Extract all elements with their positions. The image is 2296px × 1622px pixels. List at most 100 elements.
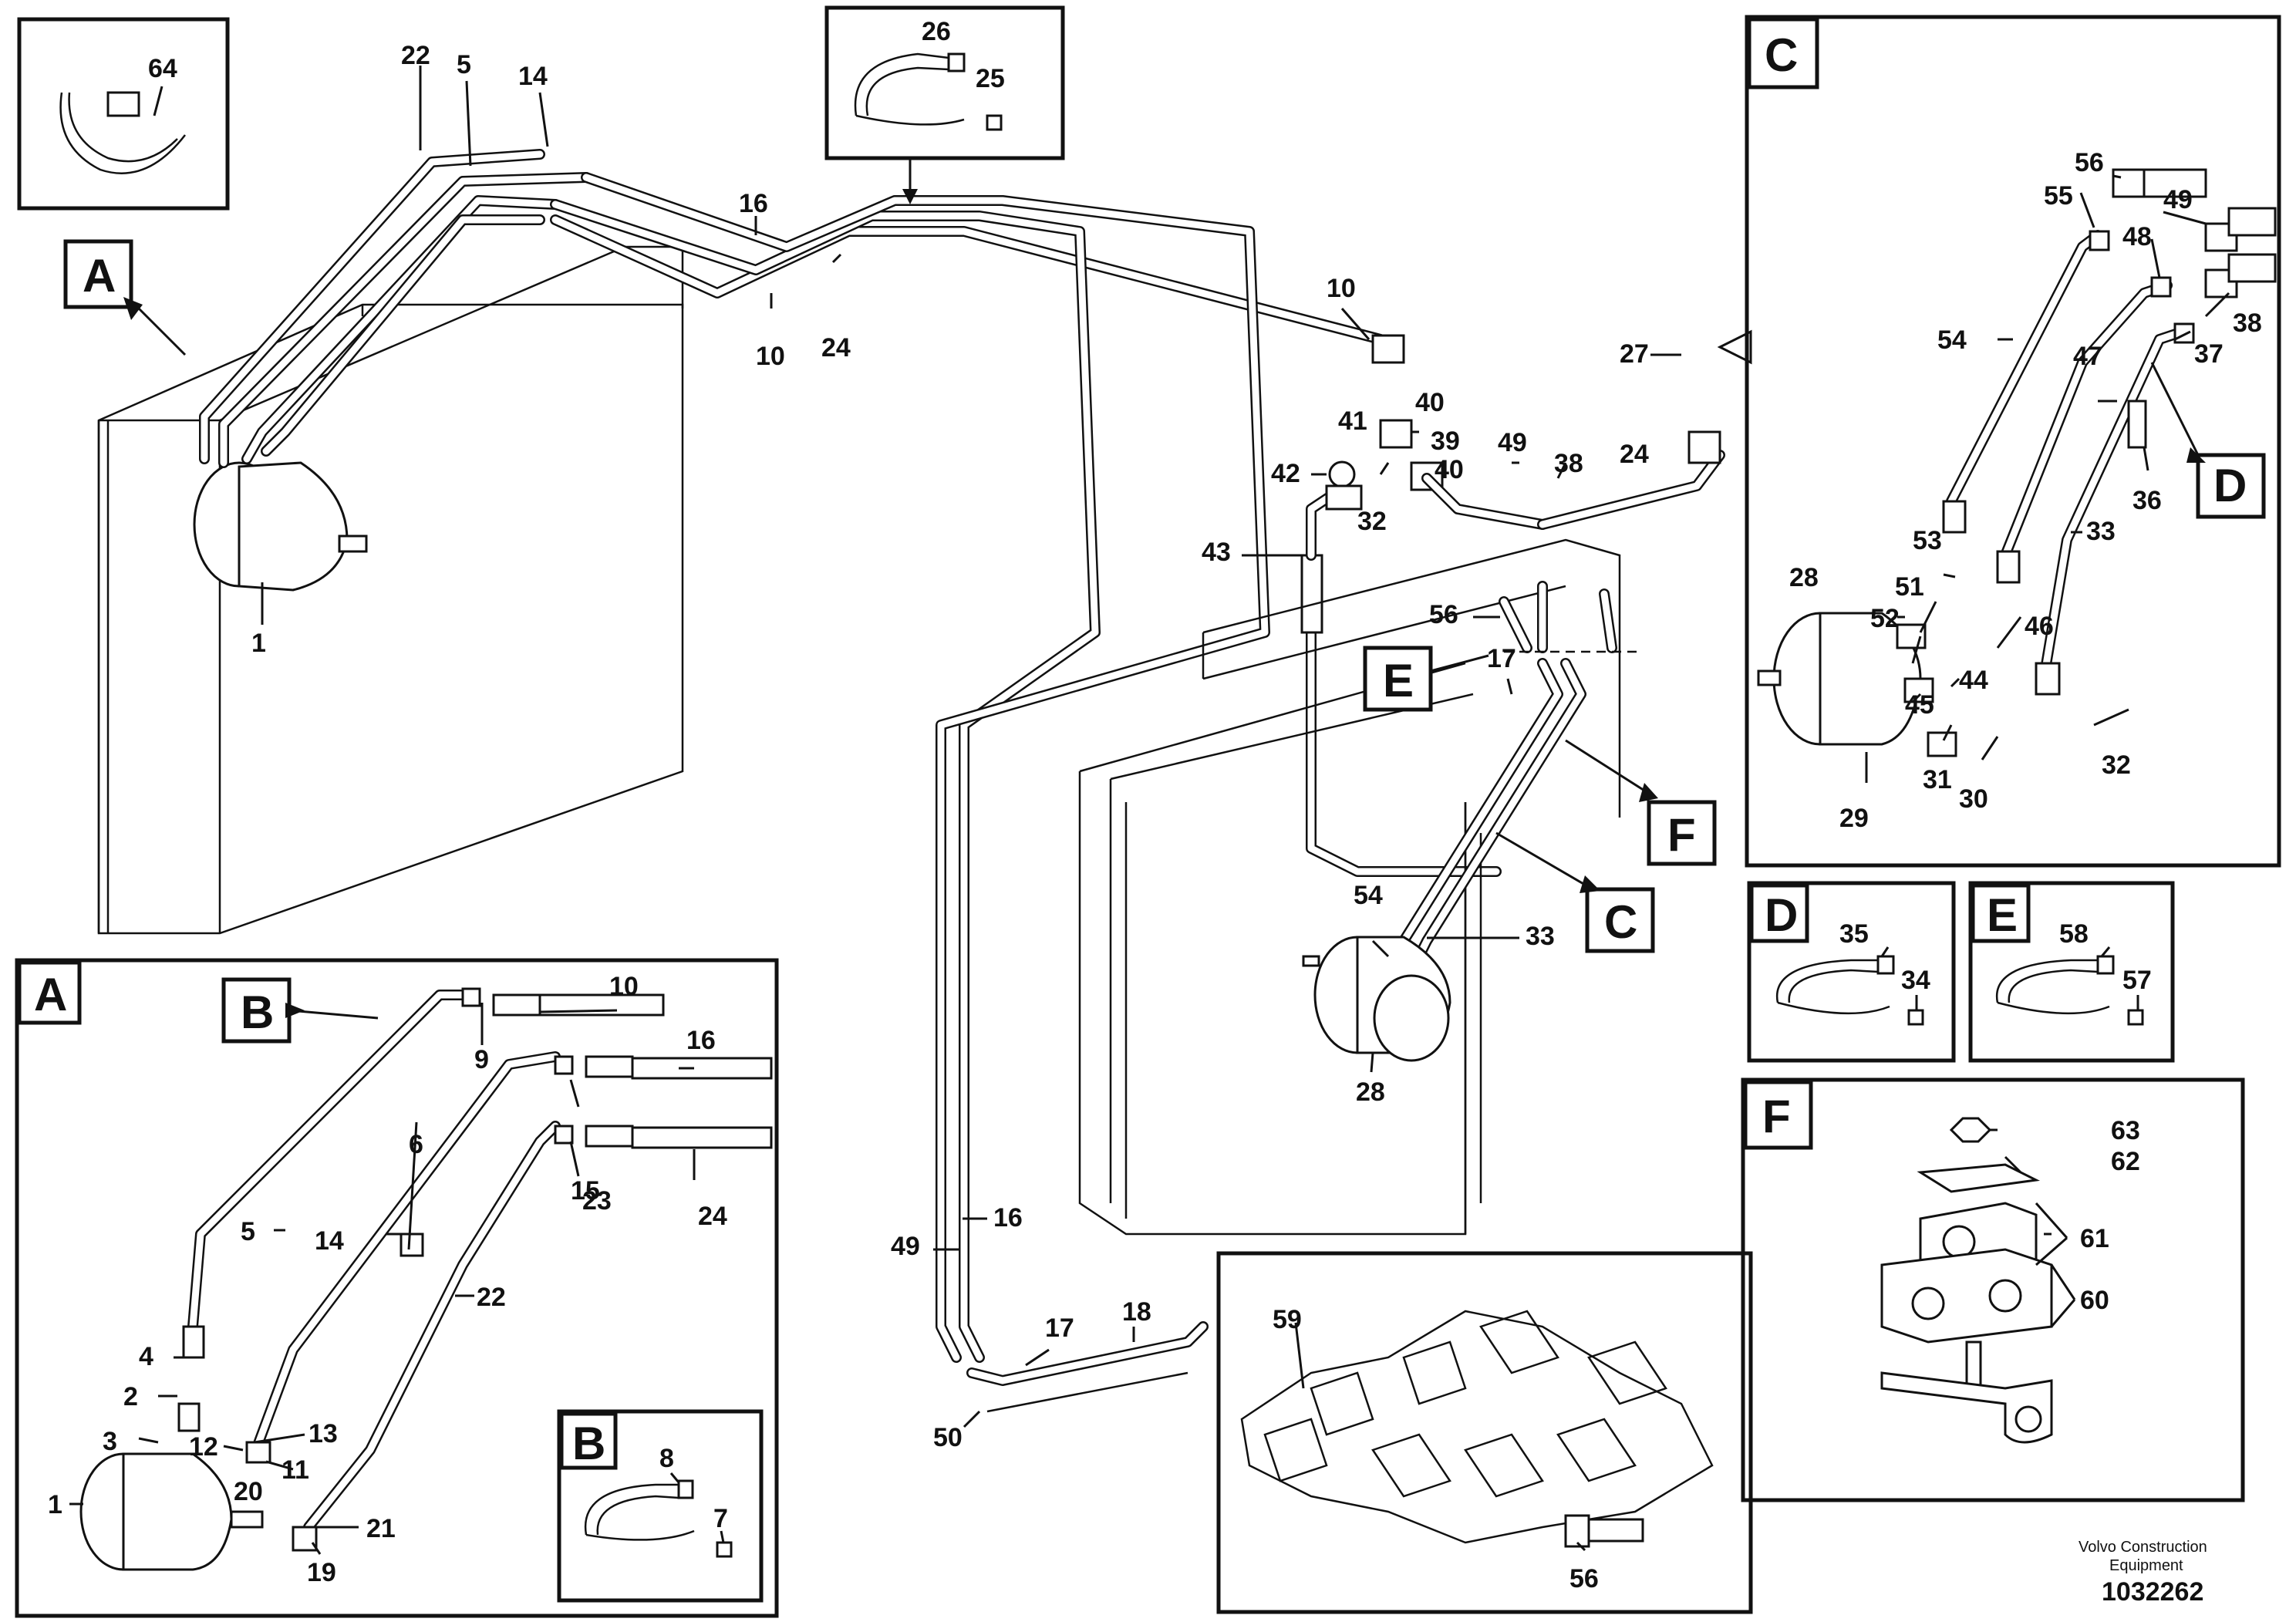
callout: 35 bbox=[1839, 919, 1869, 949]
callout: 42 bbox=[1271, 459, 1300, 488]
callout: 34 bbox=[1901, 966, 1930, 995]
callout: 1 bbox=[251, 629, 266, 658]
left-housing bbox=[97, 245, 684, 935]
callout: 22 bbox=[477, 1283, 506, 1312]
callout: 6 bbox=[409, 1130, 423, 1159]
callout: 43 bbox=[1202, 538, 1231, 567]
detail-F-reference bbox=[1565, 739, 1717, 866]
callout: 54 bbox=[1354, 881, 1383, 910]
callout: 14 bbox=[315, 1226, 344, 1256]
detail-C-view bbox=[1745, 15, 2281, 868]
callout: 11 bbox=[282, 1455, 309, 1485]
callout: 56 bbox=[2075, 148, 2104, 177]
callout: 48 bbox=[2122, 222, 2152, 251]
callout: 14 bbox=[518, 62, 548, 91]
callout: 41 bbox=[1338, 406, 1367, 436]
callout: 17 bbox=[1487, 644, 1516, 673]
letter-F-detail: F bbox=[1762, 1091, 1791, 1142]
detail-clamp-64 bbox=[17, 17, 230, 211]
callout: 27 bbox=[1620, 339, 1649, 369]
letter-C-detail: C bbox=[1765, 29, 1798, 81]
callout: 49 bbox=[2163, 185, 2193, 214]
callout: 16 bbox=[739, 189, 768, 218]
letter-F-ref: F bbox=[1667, 809, 1696, 861]
detail-B-view bbox=[557, 1409, 764, 1603]
callout: 13 bbox=[308, 1419, 338, 1448]
callout-numbers-detail-A: 10 9 16 15 23 24 6 5 14 22 4 2 3 12 13 1… bbox=[48, 972, 727, 1587]
detail-C-reference bbox=[1495, 831, 1655, 953]
detail-D-view bbox=[1747, 881, 1956, 1063]
callout-numbers-detail-D: 35 34 bbox=[1839, 919, 1930, 995]
callout: 3 bbox=[103, 1427, 117, 1456]
detail-hose-26-25 bbox=[824, 5, 1065, 204]
callout: 58 bbox=[2059, 919, 2089, 949]
document-number: 1032262 bbox=[2102, 1577, 2203, 1607]
callout: 31 bbox=[1923, 765, 1952, 794]
letter-B-detail: B bbox=[572, 1418, 605, 1469]
main-assembly-view bbox=[17, 5, 1752, 1413]
callout: 33 bbox=[2086, 517, 2116, 546]
callout: 51 bbox=[1895, 572, 1924, 602]
callout: 40 bbox=[1415, 388, 1445, 417]
letter-B-ref: B bbox=[241, 986, 274, 1038]
letter-A-detail: A bbox=[34, 969, 67, 1020]
callout: 4 bbox=[139, 1342, 153, 1371]
callout: 16 bbox=[686, 1026, 716, 1055]
callout: 38 bbox=[2233, 309, 2262, 338]
callout: 12 bbox=[189, 1432, 218, 1462]
detail-A-view bbox=[15, 958, 779, 1618]
callout: 30 bbox=[1959, 784, 1988, 814]
callout: 23 bbox=[582, 1186, 612, 1216]
detail-E-view bbox=[1968, 881, 2175, 1063]
callout: 24 bbox=[821, 333, 851, 363]
detail-A-reference bbox=[63, 239, 187, 356]
section-letters: A A B B C C D D E E F F bbox=[34, 29, 2247, 1469]
company-name-line1: Volvo Construction bbox=[2079, 1539, 2207, 1556]
callout: 5 bbox=[457, 50, 471, 79]
callout: 46 bbox=[2025, 612, 2054, 641]
callout: 53 bbox=[1913, 526, 1942, 555]
callout: 25 bbox=[976, 64, 1005, 93]
callout: 63 bbox=[2111, 1116, 2140, 1145]
detail-D-reference bbox=[2150, 362, 2266, 519]
callout: 32 bbox=[1357, 507, 1387, 536]
callout: 59 bbox=[1273, 1305, 1302, 1334]
callout: 49 bbox=[891, 1232, 920, 1261]
callout-numbers-detail-F: 63 62 61 60 bbox=[2080, 1116, 2140, 1315]
callout: 24 bbox=[698, 1202, 727, 1231]
callout: 44 bbox=[1959, 666, 1988, 695]
callout: 50 bbox=[933, 1423, 963, 1452]
callout-numbers-main: 64 22 5 14 26 25 16 10 24 10 1 40 39 40 … bbox=[148, 17, 1649, 1452]
callout: 54 bbox=[1937, 325, 1967, 355]
callout: 61 bbox=[2080, 1224, 2109, 1253]
callout: 21 bbox=[366, 1514, 396, 1543]
callout: 16 bbox=[993, 1203, 1023, 1233]
callout: 47 bbox=[2073, 342, 2102, 371]
callout: 9 bbox=[474, 1045, 489, 1074]
main-pipe-bundle bbox=[199, 149, 1386, 1363]
callout: 52 bbox=[1870, 604, 1900, 633]
callout: 15 bbox=[571, 1176, 600, 1206]
callout: 37 bbox=[2194, 339, 2224, 369]
motor-1 bbox=[193, 461, 368, 592]
callout: 24 bbox=[1620, 440, 1649, 469]
callout: 36 bbox=[2132, 486, 2162, 515]
callout: 28 bbox=[1789, 563, 1819, 592]
callout: 10 bbox=[609, 972, 639, 1001]
callout: 7 bbox=[713, 1504, 728, 1533]
detail-F-view bbox=[1741, 1077, 2245, 1502]
letter-E-detail: E bbox=[1987, 889, 2018, 941]
callout: 56 bbox=[1429, 600, 1458, 629]
callout: 18 bbox=[1122, 1297, 1151, 1327]
callout: 38 bbox=[1554, 449, 1583, 478]
motor-28 bbox=[1302, 936, 1451, 1062]
callout: 10 bbox=[1327, 274, 1356, 303]
letter-C-ref: C bbox=[1604, 896, 1637, 948]
company-name-line2: Equipment bbox=[2109, 1557, 2183, 1574]
letter-D-ref: D bbox=[2213, 460, 2247, 511]
callout: 60 bbox=[2080, 1286, 2109, 1315]
callout: 20 bbox=[234, 1477, 263, 1506]
callout: 19 bbox=[307, 1558, 336, 1587]
callout-numbers-detail-C: 56 55 49 48 38 37 54 47 36 53 33 46 28 5… bbox=[1789, 148, 2262, 833]
